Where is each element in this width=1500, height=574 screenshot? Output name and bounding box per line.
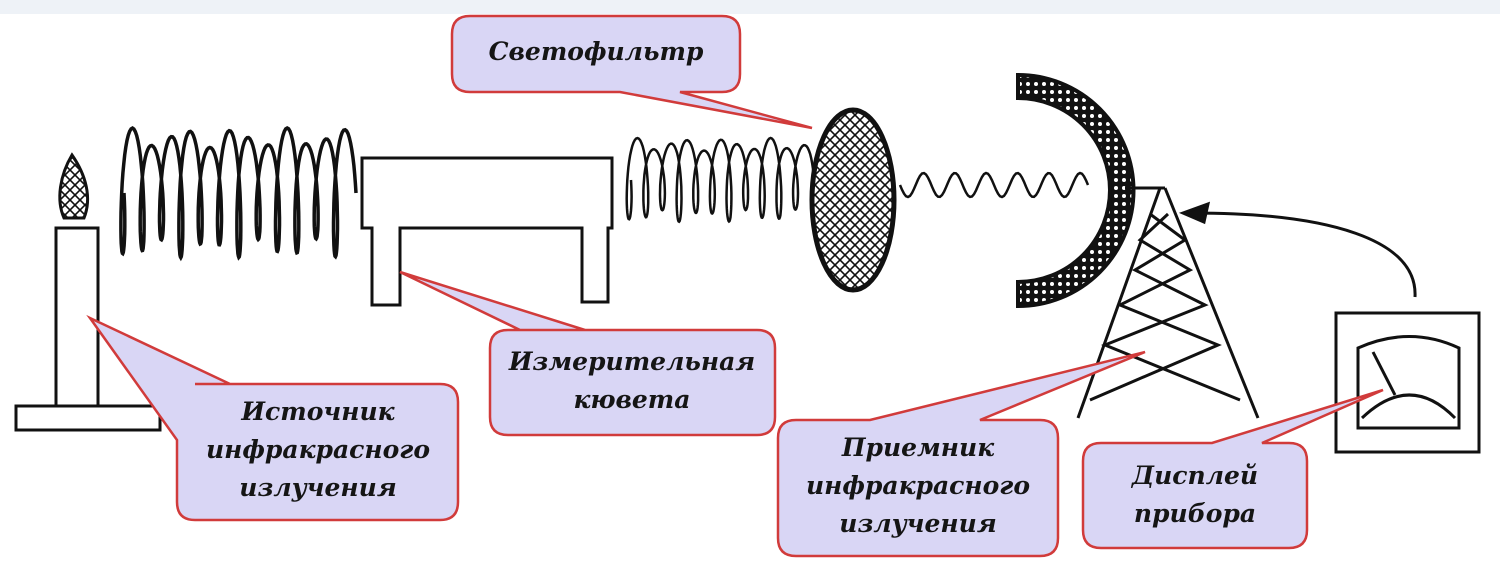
- top-band: [0, 0, 1500, 14]
- label-source-3: излучения: [239, 473, 396, 502]
- measuring-cuvette: [360, 156, 614, 307]
- label-source-1: Источник: [240, 397, 395, 426]
- callout-cuvette: Измерительная кювета: [399, 270, 777, 437]
- label-display-1: Дисплей: [1131, 461, 1258, 490]
- label-source-2: инфракрасного: [206, 435, 430, 464]
- label-receiver-3: излучения: [839, 509, 996, 538]
- ir-receiver-tower: [1076, 186, 1417, 419]
- ir-wave-filtered: [625, 136, 816, 224]
- label-cuvette-1: Измерительная: [508, 347, 755, 376]
- callout-receiver: Приемник инфракрасного излучения: [776, 350, 1146, 558]
- ir-wave-wide: [119, 125, 358, 262]
- ir-source-candle: [14, 152, 162, 432]
- label-display-2: прибора: [1134, 499, 1256, 528]
- label-cuvette-2: кювета: [574, 385, 691, 414]
- ir-wave-single: [898, 171, 1090, 199]
- light-filter: [809, 107, 897, 293]
- callout-display: Дисплей прибора: [1081, 388, 1384, 550]
- label-receiver-1: Приемник: [841, 433, 995, 462]
- flame-icon: [58, 152, 90, 220]
- callout-filter: Светофильтр: [450, 14, 813, 130]
- concave-mirror: [1016, 72, 1136, 309]
- label-filter: Светофильтр: [489, 37, 704, 66]
- arrowhead-icon: [1178, 201, 1211, 225]
- callout-source: Источник инфракрасного излучения: [86, 314, 460, 522]
- label-receiver-2: инфракрасного: [806, 471, 1030, 500]
- feedback-arrow: [1184, 211, 1417, 298]
- instrument-display: [1334, 311, 1481, 454]
